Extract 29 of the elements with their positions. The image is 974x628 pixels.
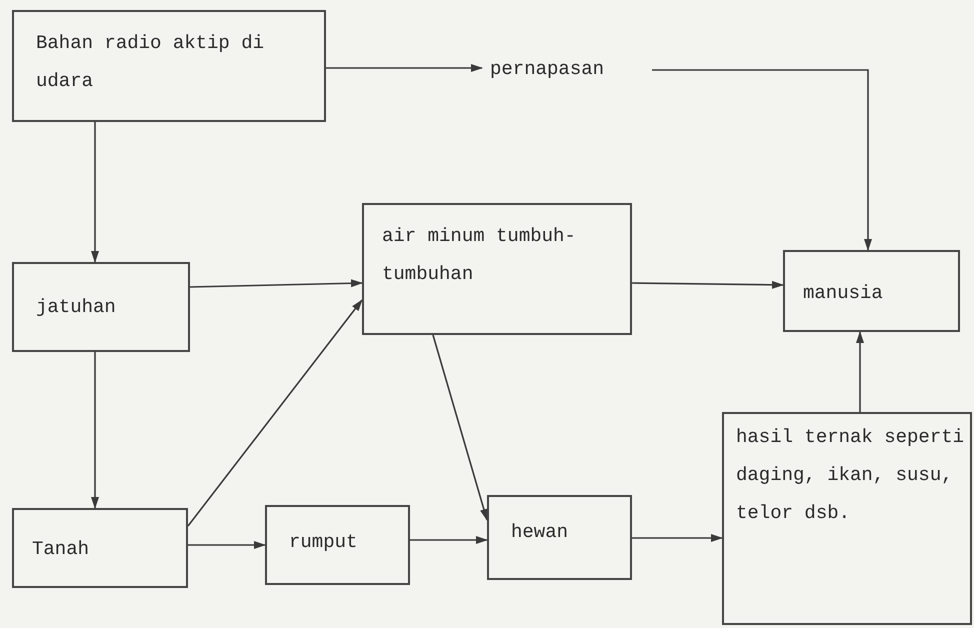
box-label: air minum tumbuh-tumbuhan <box>382 224 577 287</box>
arrow <box>432 334 488 521</box>
box-label: Bahan radio aktip di udara <box>36 31 266 94</box>
arrow <box>190 279 363 288</box>
arrow <box>91 122 99 263</box>
box-label: Tanah <box>32 537 90 562</box>
process-box <box>12 10 326 122</box>
box-label: hewan <box>511 520 570 545</box>
process-box <box>265 505 410 585</box>
box-label: rumput <box>289 530 358 555</box>
process-box <box>722 412 972 625</box>
arrow <box>410 536 488 544</box>
box-label: hasil ternak seperti daging, ikan, susu, telor dsb. <box>736 425 966 526</box>
process-box <box>12 262 190 352</box>
process-box <box>12 508 188 588</box>
process-box <box>362 203 632 335</box>
arrow <box>326 64 483 72</box>
arrow <box>856 331 864 412</box>
arrow <box>652 69 872 251</box>
arrow <box>632 280 784 289</box>
box-label: manusia <box>803 281 884 306</box>
arrow <box>187 299 363 526</box>
process-box <box>487 495 632 580</box>
arrow <box>91 352 99 509</box>
arrow <box>188 541 266 549</box>
flow-label: pernapasan <box>490 57 606 82</box>
arrow <box>632 534 723 542</box>
box-label: jatuhan <box>36 295 117 320</box>
process-box <box>783 250 960 332</box>
